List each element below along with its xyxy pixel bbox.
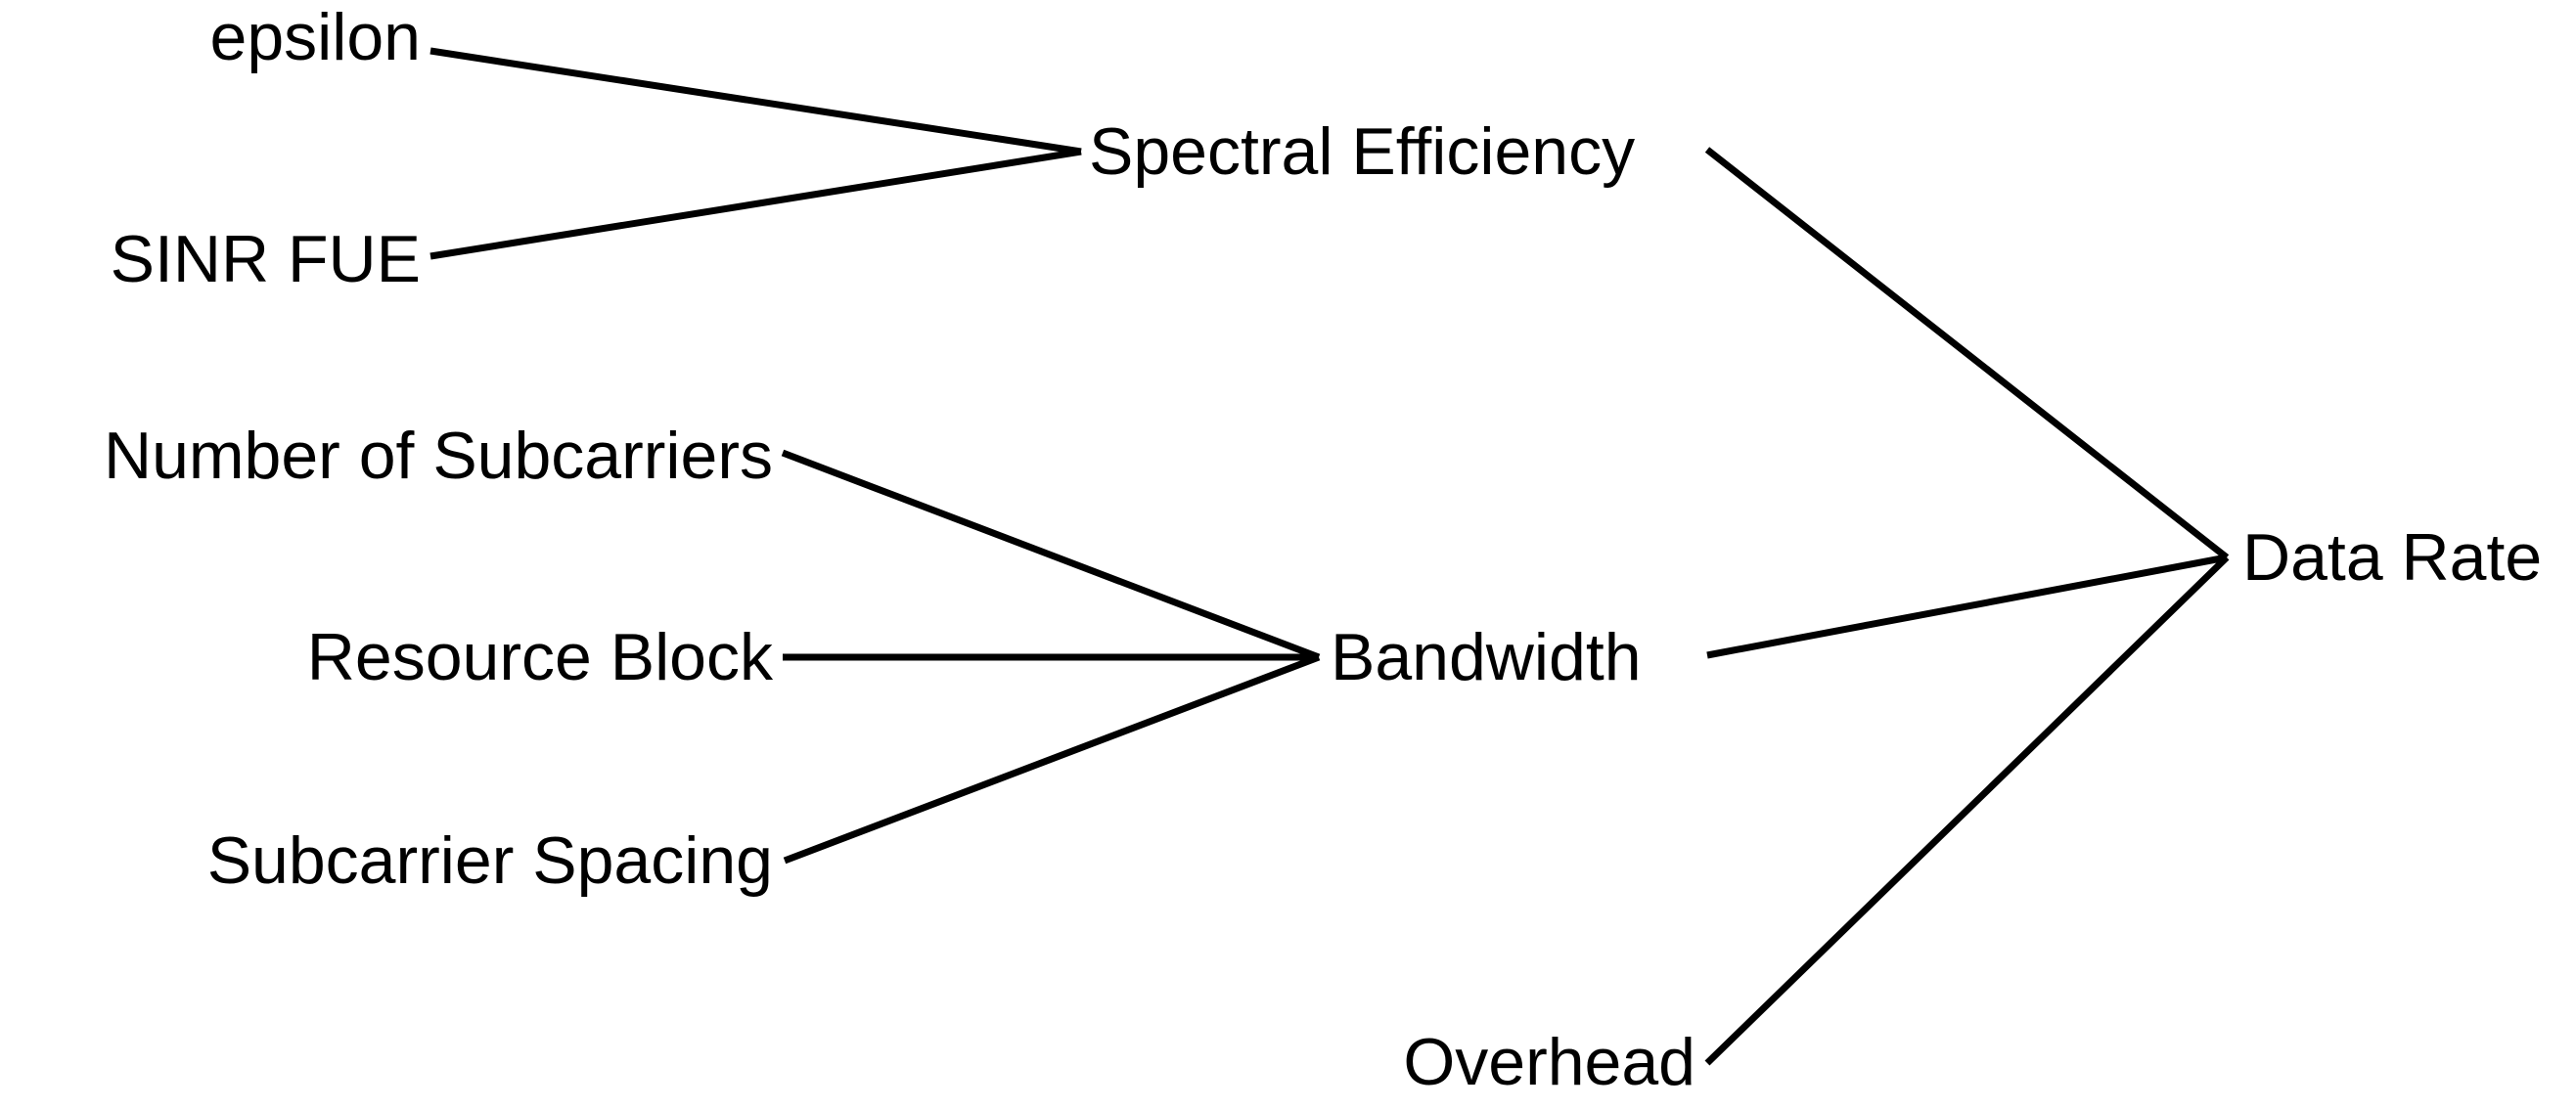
- node-label-subcarrier-spacing[interactable]: Subcarrier Spacing: [206, 823, 773, 898]
- edge-subcarrier-spacing-bandwidth: [783, 653, 1321, 865]
- edge-overhead-data-rate: [1704, 555, 2230, 1066]
- node-label-sinr-fue[interactable]: SINR FUE: [110, 222, 421, 296]
- node-label-data-rate[interactable]: Data Rate: [2242, 520, 2543, 595]
- node-label-epsilon[interactable]: epsilon: [209, 0, 422, 74]
- edge-number-of-subcarriers-bandwidth: [781, 449, 1321, 661]
- edge-epsilon-spectral-efficiency: [429, 47, 1082, 155]
- node-label-resource-block[interactable]: Resource Block: [306, 620, 773, 694]
- edge-sinr-fue-spectral-efficiency: [429, 148, 1082, 260]
- edge-spectral-efficiency-data-rate: [1704, 147, 2230, 560]
- node-label-overhead[interactable]: Overhead: [1403, 1025, 1695, 1099]
- node-label-bandwidth[interactable]: Bandwidth: [1331, 620, 1642, 694]
- edge-bandwidth-data-rate: [1706, 554, 2228, 659]
- node-label-spectral-efficiency[interactable]: Spectral Efficiency: [1089, 114, 1636, 189]
- node-label-number-of-subcarriers[interactable]: Number of Subcarriers: [103, 419, 773, 493]
